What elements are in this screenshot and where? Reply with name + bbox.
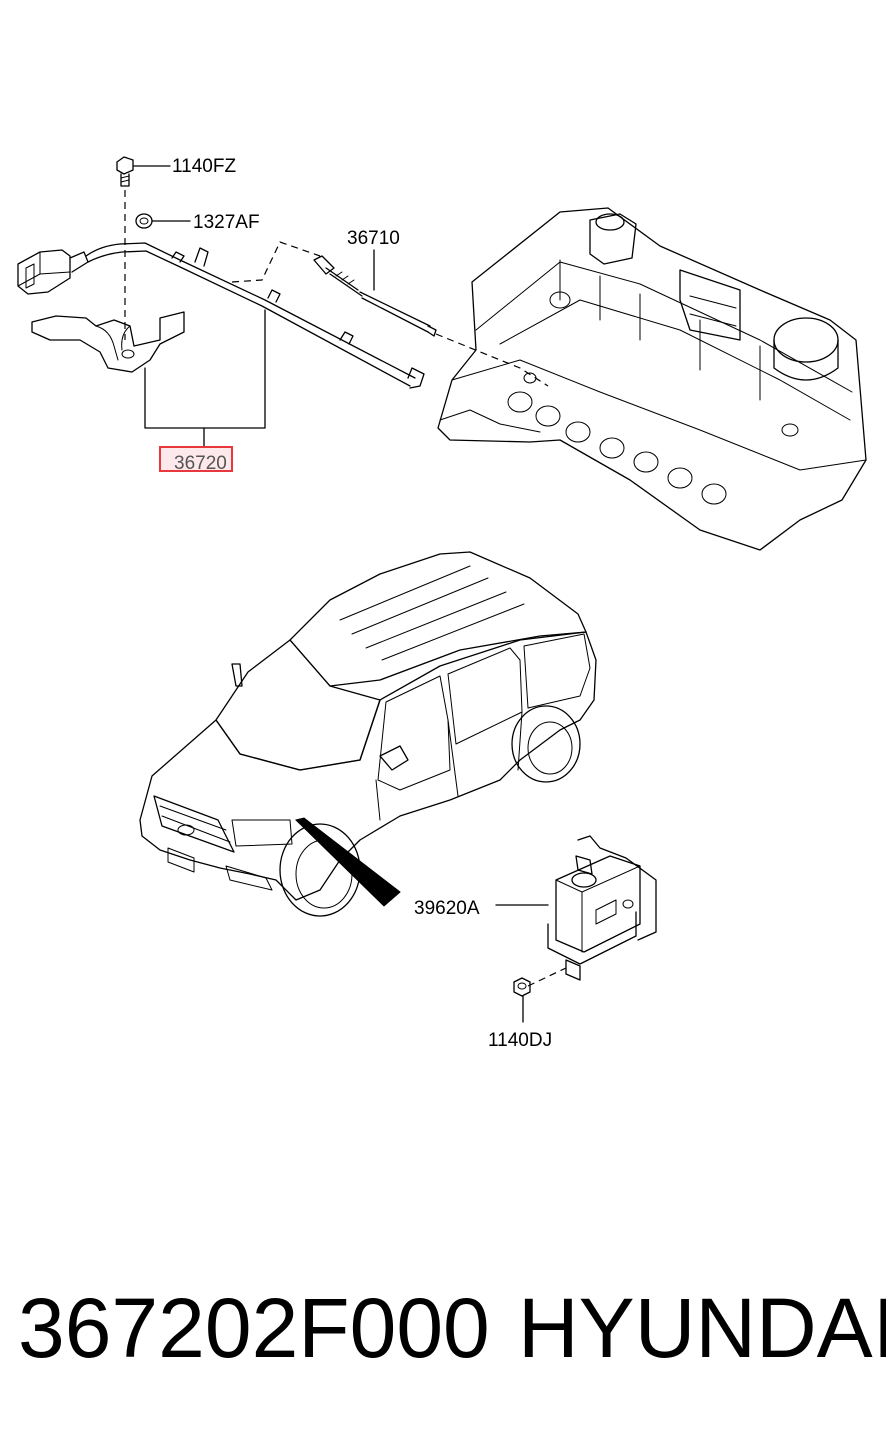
clip-illustration <box>135 213 191 229</box>
glow-plug-illustration <box>313 249 549 387</box>
callout-1327af: 1327AF <box>193 212 260 233</box>
brand-caption: HYUNDAI <box>518 1281 886 1375</box>
callout-36710: 36710 <box>347 228 400 249</box>
harness-callout-highlight <box>159 446 233 472</box>
bolt-illustration <box>116 156 171 340</box>
vehicle-illustration <box>139 551 597 917</box>
callout-36720: 36720 <box>174 453 227 474</box>
callout-1140dj: 1140DJ <box>488 1030 552 1051</box>
harness-illustration <box>17 241 425 447</box>
cylinder-head-illustration <box>437 207 867 551</box>
callout-39620a: 39620A <box>414 898 480 919</box>
nut-illustration <box>513 977 531 1023</box>
callout-1140fz: 1140FZ <box>172 156 236 177</box>
relay-illustration <box>495 835 657 987</box>
part-number-caption: 367202F000 <box>18 1281 490 1375</box>
